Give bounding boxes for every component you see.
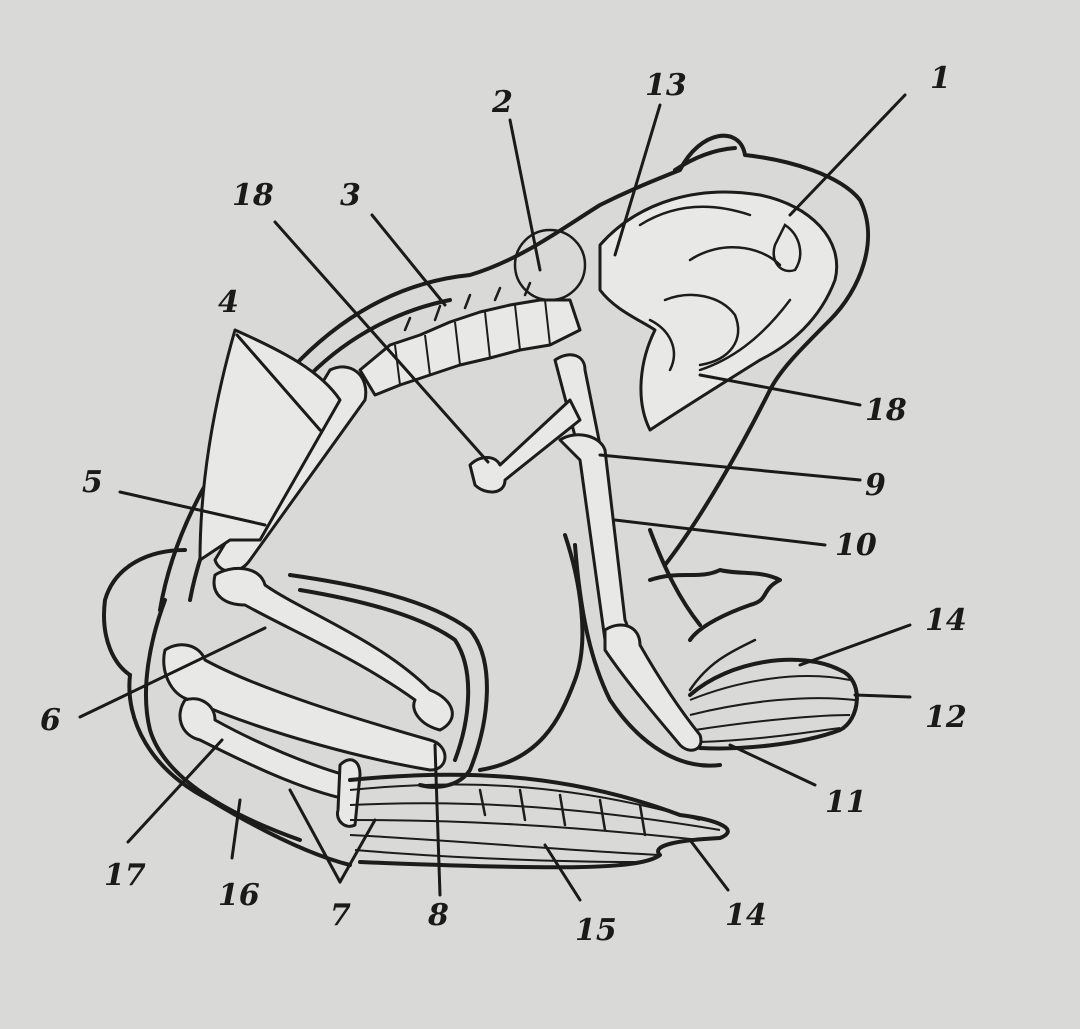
label-9: 9	[865, 468, 886, 503]
fore-limb-bones	[468, 353, 859, 752]
label-1: 1	[930, 61, 951, 96]
number-labels: 1 2 13 3 18 4 5 6 17 16 7 8 15 14 11 12 …	[40, 61, 967, 948]
label-10: 10	[835, 528, 877, 563]
leader-16	[230, 798, 242, 860]
leader-7b	[338, 818, 377, 884]
pelvis	[198, 328, 368, 573]
label-5: 5	[82, 465, 103, 500]
leader-13	[613, 103, 662, 257]
label-18-top: 18	[232, 178, 274, 213]
label-2: 2	[491, 85, 513, 120]
label-8: 8	[427, 898, 449, 933]
label-4: 4	[218, 285, 239, 320]
leader-1	[788, 93, 907, 217]
vertebral-column	[358, 281, 582, 397]
label-14-right: 14	[925, 603, 967, 638]
hind-limb-bones	[162, 566, 730, 870]
label-17: 17	[104, 858, 146, 893]
leader-10	[613, 518, 827, 547]
label-3: 3	[340, 178, 361, 213]
leader-lines	[78, 93, 912, 902]
label-18-right: 18	[865, 393, 907, 428]
label-11: 11	[825, 785, 867, 820]
label-6: 6	[40, 703, 61, 738]
leader-17	[126, 738, 224, 844]
leader-7a	[288, 788, 342, 884]
leader-15	[543, 843, 582, 902]
leader-9	[598, 453, 862, 482]
label-12: 12	[925, 700, 967, 735]
leader-12	[853, 693, 912, 699]
label-13: 13	[645, 68, 687, 103]
leader-6	[78, 626, 267, 719]
leader-2	[508, 118, 542, 272]
leader-5	[118, 490, 267, 527]
leader-3	[370, 213, 447, 307]
label-14-bottom: 14	[725, 898, 767, 933]
leader-18a	[273, 220, 490, 464]
label-16: 16	[218, 878, 260, 913]
leader-14b	[688, 838, 730, 892]
leader-18b	[698, 373, 862, 407]
label-15: 15	[575, 913, 617, 948]
leader-8	[433, 743, 442, 897]
leader-4	[235, 333, 322, 432]
label-7: 7	[330, 898, 351, 933]
skull	[513, 190, 839, 432]
leader-14a	[798, 623, 912, 667]
leader-11	[728, 743, 817, 787]
